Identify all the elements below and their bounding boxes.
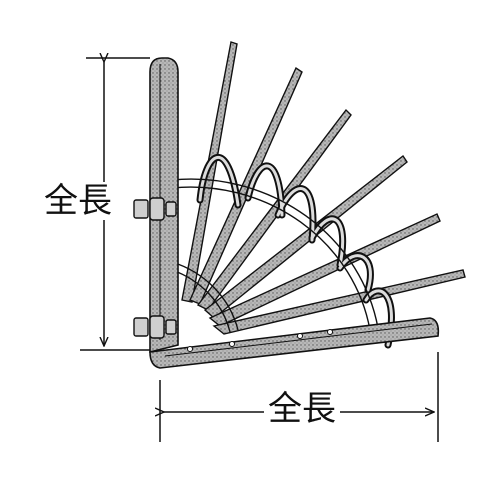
- horizontal-length-label: 全長: [264, 392, 340, 426]
- bolts: [133, 197, 177, 339]
- rivets: [187, 329, 333, 352]
- spike: [203, 154, 408, 319]
- horizontal-bar: [149, 317, 440, 369]
- spikes: [181, 41, 466, 335]
- spike: [208, 213, 441, 327]
- spike: [196, 108, 352, 311]
- bolt-upper: [133, 197, 177, 221]
- vertical-length-label: 全長: [44, 181, 112, 221]
- arc-straps: [171, 178, 379, 333]
- bolt-lower: [133, 315, 177, 339]
- spike: [189, 66, 303, 305]
